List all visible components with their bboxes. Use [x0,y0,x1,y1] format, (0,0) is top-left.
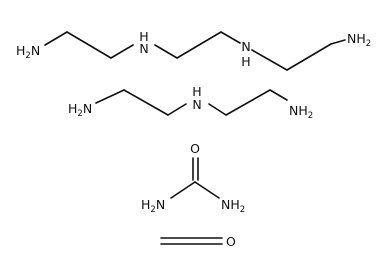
o-label: O [226,234,236,249]
nh2-label: NH2 [289,103,313,121]
bond [170,181,196,199]
bond [330,39,346,45]
formaldehyde: O [160,234,236,249]
bond [44,31,68,46]
nh-label: H [241,54,250,69]
nh2-label: NH2 [347,31,371,49]
diethylenetriamine: H2N H N NH2 [68,84,313,121]
bond [208,103,227,116]
nh-label: N [139,41,148,56]
urea: O H2N NH2 [141,141,245,215]
h2n-label: H2N [68,101,92,119]
bond [123,89,169,116]
bond [251,49,288,71]
h2n-label: H2N [141,197,165,215]
bond [66,31,112,59]
bond [220,31,241,44]
bond [286,43,332,71]
bond [95,89,125,104]
bond [194,181,220,199]
o-label: O [190,141,200,156]
nh-label: H [192,84,201,99]
bond [167,103,187,116]
bond [154,44,178,59]
bond [225,89,271,116]
nh-label: H [139,29,148,44]
bond [176,31,222,59]
bond [269,89,288,101]
nh2-label: NH2 [221,197,245,215]
bond [110,44,134,59]
nh-label: N [241,39,250,54]
h2n-label: H2N [16,43,40,61]
triethylenetetramine: H2N H N N H NH2 [16,29,371,71]
nh-label: N [192,97,201,112]
